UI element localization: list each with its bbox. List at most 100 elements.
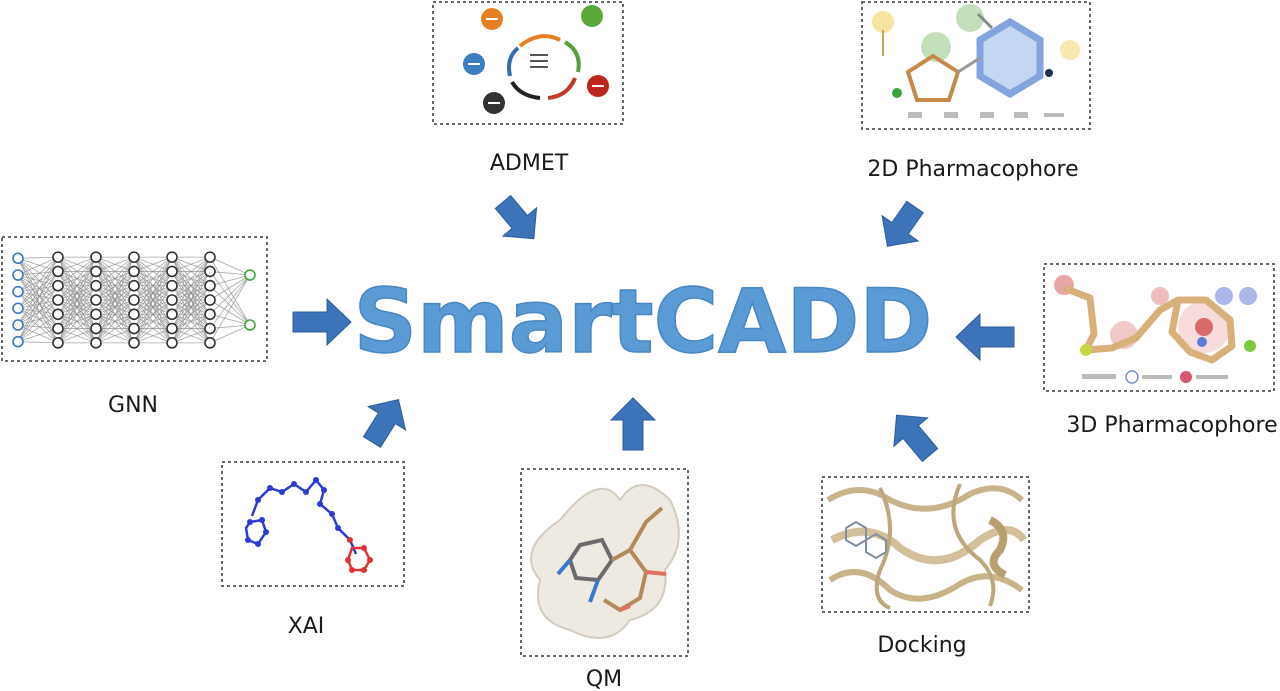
pharma3d-panel: [1043, 263, 1275, 392]
network-node: [244, 269, 256, 281]
pharmacophore-2d-icon: [872, 4, 1080, 118]
network-edge: [17, 313, 59, 342]
network-edge: [57, 271, 97, 344]
network-edge: [171, 313, 211, 344]
network-edge: [17, 256, 59, 309]
network-node: [12, 302, 24, 315]
network-edge: [95, 256, 135, 287]
network-edge: [171, 256, 211, 287]
network-edge: [95, 256, 135, 344]
network-node: [204, 251, 216, 263]
network-edge: [209, 285, 251, 326]
network-edge: [209, 256, 251, 276]
network-edge: [171, 256, 211, 344]
network-edge: [17, 291, 59, 301]
network-edge: [17, 256, 59, 292]
network-node: [244, 319, 256, 331]
network-edge: [17, 299, 59, 309]
arrow-pharma2d: [881, 200, 924, 247]
network-edge: [209, 324, 251, 344]
network-edge: [209, 274, 251, 301]
network-node: [52, 294, 64, 306]
network-node: [12, 269, 24, 281]
network-node: [166, 337, 178, 349]
network-edge: [95, 285, 135, 344]
network-edge: [209, 313, 251, 326]
network-node: [52, 265, 64, 278]
network-edge: [17, 274, 59, 301]
network-edge: [57, 256, 97, 315]
module-gnn: GNN: [1, 236, 268, 418]
network-edge: [17, 285, 59, 293]
module-docking: Docking: [821, 476, 1030, 658]
molecule-graph-icon: [244, 477, 373, 573]
network-edge: [57, 328, 97, 344]
network-edge: [171, 299, 211, 344]
network-edge: [57, 256, 97, 287]
network-edge: [17, 258, 59, 301]
network-node: [166, 251, 178, 263]
network-node: [204, 308, 216, 321]
network-edge: [17, 256, 59, 342]
network-edge: [133, 328, 173, 344]
network-node: [90, 322, 102, 335]
network-edge: [17, 285, 59, 342]
network-edge: [133, 256, 173, 287]
network-edge: [133, 313, 173, 344]
network-edge: [57, 256, 97, 344]
arrow-qm: [609, 397, 657, 451]
qm-label: QM: [586, 667, 622, 691]
gnn-label: GNN: [108, 393, 158, 418]
network-node: [128, 337, 140, 349]
arrow-gnn: [292, 297, 352, 347]
network-edge: [57, 256, 97, 272]
pharma3d-label: 3D Pharmacophore: [1066, 413, 1277, 438]
network-node: [204, 322, 216, 335]
network-node: [166, 322, 178, 335]
network-edge: [17, 328, 59, 343]
network-edge: [171, 271, 211, 344]
network-node: [52, 322, 64, 335]
network-edge: [95, 328, 135, 344]
network-edge: [209, 271, 251, 326]
network-node: [204, 265, 216, 278]
network-node: [12, 319, 24, 331]
network-edge: [209, 324, 251, 329]
network-edge: [17, 285, 59, 326]
arrow-admet: [494, 194, 538, 240]
network-edge: [57, 313, 97, 344]
network-edge: [171, 256, 211, 329]
neural-network-icon: [12, 251, 256, 349]
network-edge: [17, 307, 59, 329]
network-edge: [17, 285, 59, 309]
module-admet: ADMET: [432, 1, 624, 176]
network-edge: [17, 271, 59, 342]
admet-cycle-icon: [463, 5, 609, 114]
module-pharma2d: 2D Pharmacophore: [861, 1, 1091, 182]
pharmacophore-3d-icon: [1054, 275, 1257, 384]
network-node: [52, 279, 64, 292]
network-edge: [171, 256, 211, 301]
diagram-title: SmartCADD: [354, 270, 933, 373]
network-edge: [133, 299, 173, 344]
network-edge: [17, 274, 59, 329]
network-edge: [17, 256, 59, 276]
network-edge: [17, 271, 59, 309]
network-node: [128, 265, 140, 278]
network-node: [204, 337, 216, 349]
network-edge: [17, 274, 59, 315]
network-node: [166, 308, 178, 321]
network-edge: [133, 256, 173, 301]
network-edge: [171, 285, 211, 344]
network-node: [204, 294, 216, 306]
network-edge: [17, 271, 59, 326]
molecular-surface-icon: [530, 484, 680, 639]
network-edge: [95, 256, 135, 315]
network-edge: [95, 313, 135, 344]
network-edge: [17, 313, 59, 326]
network-edge: [17, 324, 59, 329]
network-edge: [95, 256, 135, 301]
network-edge: [57, 285, 97, 344]
network-node: [52, 308, 64, 321]
